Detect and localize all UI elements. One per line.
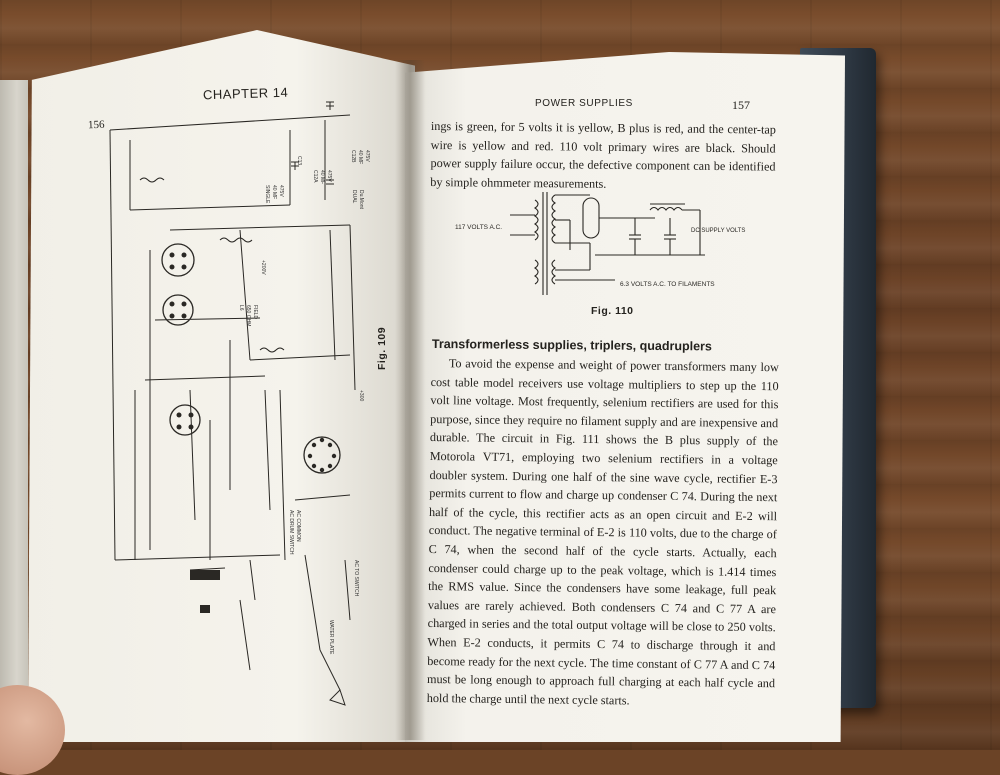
input-voltage-label: 117 VOLTS A.C. xyxy=(455,224,502,231)
section-heading: Transformerless supplies, triplers, quad… xyxy=(431,337,712,354)
schematic-label: 475V xyxy=(278,185,284,197)
schematic-label: AC DRUM SWITCH xyxy=(288,510,294,555)
schematic-label: AC TO SWITCH xyxy=(353,560,359,597)
figure-caption-110: Fig. 110 xyxy=(591,305,634,317)
dc-output-label: DC SUPPLY VOLTS xyxy=(691,228,745,234)
schematic-label: C13 xyxy=(296,156,302,165)
schematic-label: WATER PLATE xyxy=(328,620,334,655)
schematic-label: AC COMMON xyxy=(295,510,301,542)
schematic-label: +300 xyxy=(358,390,364,401)
schematic-label: 475V xyxy=(326,170,332,182)
right-page-number: 157 xyxy=(732,98,750,112)
filament-label: 6.3 VOLTS A.C. TO FILAMENTS xyxy=(620,281,715,288)
running-head: POWER SUPPLIES xyxy=(535,98,633,109)
figure-caption-109: Fig. 109 xyxy=(376,326,388,370)
schematic-label: 650 OHM xyxy=(245,305,251,326)
body-paragraph: To avoid the expense and weight of power… xyxy=(426,356,779,708)
schematic-label: C12B xyxy=(350,150,356,163)
book-gutter xyxy=(395,60,425,740)
schematic-fig-109: C12B 40 MF 475V DUAL Du.Mont C12A 40 MF … xyxy=(109,101,370,706)
schematic-label: C12A xyxy=(312,170,318,183)
schematic-label: 40 MF xyxy=(271,185,277,199)
schematic-label: Du.Mont xyxy=(358,190,364,210)
schematic-label: 40 MF xyxy=(357,150,363,164)
schematic-label: DUAL xyxy=(351,190,357,204)
page-block-edge xyxy=(0,80,28,740)
right-page xyxy=(405,52,845,742)
schematic-label: SINGLE xyxy=(264,185,270,204)
left-page xyxy=(27,30,415,742)
schematic-label: +200V xyxy=(260,260,266,275)
power-supply-diagram-fig-110: 117 VOLTS A.C. DC SUPPLY VOLTS 6.3 VOLTS… xyxy=(455,192,745,295)
schematic-label: 40 MF xyxy=(319,170,325,184)
schematic-label: FIELD xyxy=(252,305,258,320)
schematic-label: 475V xyxy=(364,150,370,162)
schematic-label: L6 xyxy=(238,305,244,311)
